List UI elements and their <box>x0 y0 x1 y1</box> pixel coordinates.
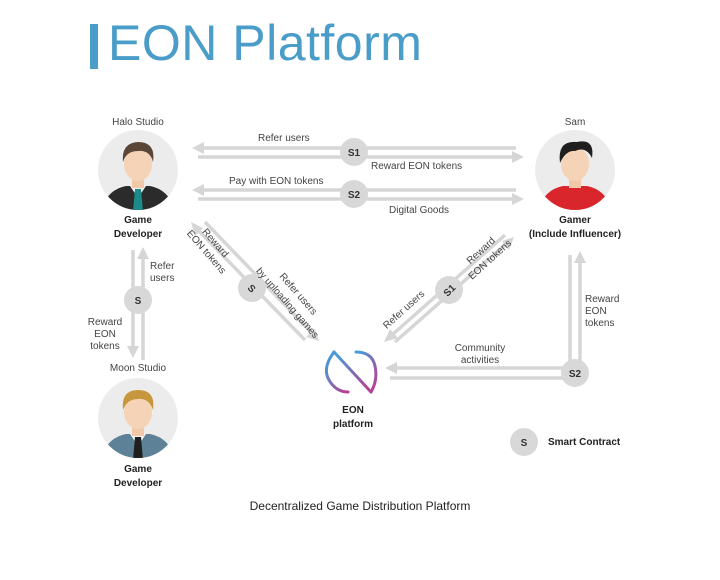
actor-moon-role-1: Game <box>124 464 152 475</box>
actor-sam-role-2: (Include Influencer) <box>528 229 622 240</box>
actor-halo-name: Halo Studio <box>112 117 164 128</box>
flow-right-reward-2: EON <box>585 306 607 317</box>
eon-platform-label-1: EON <box>342 405 364 416</box>
flow-digital-goods: Digital Goods <box>389 205 450 216</box>
actor-moon-role-2: Developer <box>113 478 163 489</box>
eon-platform-label-2: platform <box>333 419 373 430</box>
flow-left-refer-2: users <box>150 273 175 284</box>
flow-left-refer-1: Refer <box>150 261 175 272</box>
node-left-s <box>124 286 152 314</box>
actor-halo-role-1: Game <box>124 215 152 226</box>
node-right-s2-label: S2 <box>569 369 582 380</box>
flow-refer-users-top: Refer users <box>258 133 310 144</box>
node-top-s2 <box>340 180 368 208</box>
node-diag-right-s1 <box>435 276 463 304</box>
flow-left-reward-2: EON <box>94 329 116 340</box>
page-title: EON Platform <box>108 15 423 71</box>
actor-sam-name: Sam <box>564 117 586 128</box>
flow-left-reward-3: tokens <box>90 341 120 352</box>
flow-community-1: Community <box>454 343 506 354</box>
flow-pay-with-eon: Pay with EON tokens <box>229 176 324 187</box>
arrow-right-reward-up <box>574 251 586 370</box>
node-right-s2 <box>561 359 589 387</box>
legend-node <box>510 428 538 456</box>
avatar-moon-studio <box>98 378 178 458</box>
flow-community-2: activities <box>460 355 500 366</box>
avatar-sam <box>535 130 615 210</box>
arrow-community-activities <box>385 362 565 374</box>
avatar-halo-studio <box>98 130 178 210</box>
actor-sam-role-1: Gamer <box>559 215 591 226</box>
node-top-s1 <box>340 138 368 166</box>
legend-symbol: S <box>521 438 528 449</box>
actor-halo-role-2: Developer <box>113 229 163 240</box>
diagram-caption: Decentralized Game Distribution Platform <box>249 499 471 513</box>
legend-label: Smart Contract <box>548 437 621 448</box>
node-left-s-label: S <box>135 296 142 307</box>
node-top-s2-label: S2 <box>348 190 361 201</box>
eon-logo-icon <box>324 350 378 394</box>
flow-reward-eon-top: Reward EON tokens <box>371 161 463 172</box>
node-diag-left-s <box>238 274 266 302</box>
actor-moon-name: Moon Studio <box>109 363 167 374</box>
flow-right-reward-3: tokens <box>585 318 615 329</box>
flow-left-reward-1: Reward <box>87 317 123 328</box>
nodes <box>124 138 589 456</box>
node-top-s1-label: S1 <box>348 148 361 159</box>
title-accent-bar <box>90 24 98 69</box>
flow-right-reward-1: Reward <box>585 294 620 305</box>
